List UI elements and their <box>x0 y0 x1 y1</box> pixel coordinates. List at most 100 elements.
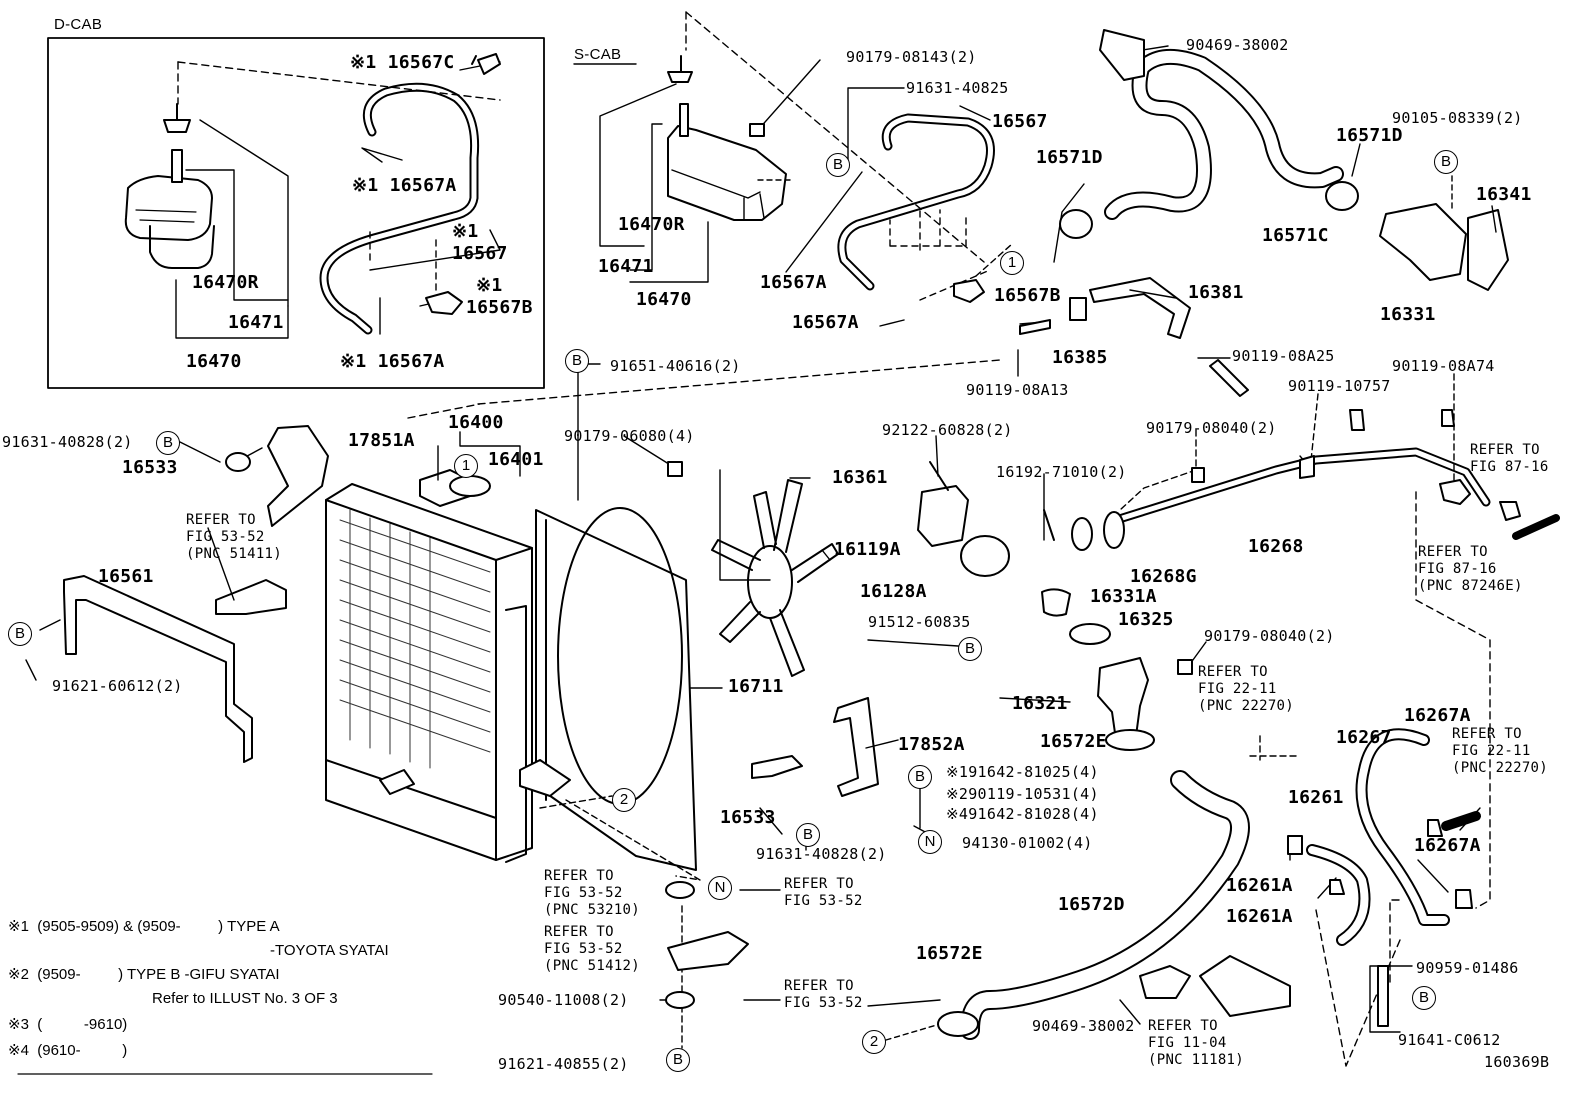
label-dcab-16470r: 16470R <box>192 272 259 293</box>
label-p-91621-40855: 91621-40855(2) <box>498 1055 629 1073</box>
label-p-16572e-2: 16572E <box>916 943 983 964</box>
label-dcab-16567c: ※1 16567C <box>350 52 455 73</box>
label-p-90119-08a74: 90119-08A74 <box>1392 357 1495 375</box>
label-p-16533-l: 16533 <box>122 457 178 478</box>
fan <box>711 479 839 677</box>
footnote-note-1: ※1 (9505-9509) & (9509- ) TYPE A <box>8 918 280 935</box>
callout-c-n-1: N <box>918 830 942 854</box>
label-p-16567: 16567 <box>992 111 1048 132</box>
label-p-90119-10531: ※290119-10531(4) <box>946 785 1099 803</box>
label-p-16267a-2: 16267A <box>1414 835 1481 856</box>
scab-clip-16567b <box>953 279 985 303</box>
label-p-91651-40616: 91651-40616(2) <box>610 357 741 375</box>
label-p-16261: 16261 <box>1288 787 1344 808</box>
refer-ref-22-11-b: REFER TO FIG 22-11 (PNC 22270) <box>1452 726 1549 776</box>
label-p-16261a-2: 16261A <box>1226 906 1293 927</box>
label-p-160369b: 160369B <box>1484 1053 1550 1071</box>
label-p-16325: 16325 <box>1118 609 1174 630</box>
radiator <box>325 469 533 863</box>
label-dcab-s1: ※1 <box>452 221 479 242</box>
scab-header: S-CAB <box>574 46 622 63</box>
label-p-16331: 16331 <box>1380 304 1436 325</box>
refer-ref-53-52-e: REFER TO FIG 53-52 <box>784 978 863 1011</box>
callout-c-b-8: B <box>908 765 932 789</box>
bracket-16381 <box>1089 277 1191 339</box>
label-p-90179-06080: 90179-06080(4) <box>564 427 695 445</box>
label-p-16571d-1: 16571D <box>1036 147 1103 168</box>
thermostat-group <box>917 461 1149 741</box>
label-p-16261a-1: 16261A <box>1226 875 1293 896</box>
dcab-reservoir-tank <box>124 103 215 269</box>
label-dcab-16470: 16470 <box>186 351 242 372</box>
label-dcab-s1b: ※1 <box>476 275 503 296</box>
label-p-90105-08339: 90105-08339(2) <box>1392 109 1523 127</box>
label-p-16572e-1: 16572E <box>1040 731 1107 752</box>
label-p-91512-60835: 91512-60835 <box>868 613 971 631</box>
label-p-16567a-s2: 16567A <box>792 312 859 333</box>
label-p-16361: 16361 <box>832 467 888 488</box>
label-p-90179-08040-1: 90179-08040(2) <box>1146 419 1277 437</box>
hose-16572d <box>960 770 1250 1040</box>
pipe-16268 <box>1071 447 1560 551</box>
refer-ref-87-16-a: REFER TO FIG 87-16 <box>1470 442 1549 475</box>
label-p-17851a: 17851A <box>348 430 415 451</box>
label-p-16385: 16385 <box>1052 347 1108 368</box>
label-p-90179-08143: 90179-08143(2) <box>846 48 977 66</box>
callout-c-b-3: B <box>565 349 589 373</box>
label-p-16533-c: 16533 <box>720 807 776 828</box>
label-p-92122-60828: 92122-60828(2) <box>882 421 1013 439</box>
water-inlet-16331 <box>1059 181 1509 291</box>
callout-c-n-2: N <box>708 876 732 900</box>
callout-c-b-10: B <box>666 1048 690 1072</box>
label-p-17852a: 17852A <box>898 734 965 755</box>
scab-hose <box>837 113 995 291</box>
refer-ref-53-52-a: REFER TO FIG 53-52 (PNC 51411) <box>186 512 283 562</box>
dcab-clip-16567b <box>425 291 463 315</box>
fan-shroud <box>535 507 697 871</box>
scab-clip-grommet <box>749 123 765 137</box>
refer-ref-53-52-c: REFER TO FIG 53-52 <box>784 876 863 909</box>
label-p-16331a: 16331A <box>1090 586 1157 607</box>
label-p-91631-40825: 91631-40825 <box>906 79 1009 97</box>
refer-ref-22-11-a: REFER TO FIG 22-11 (PNC 22270) <box>1198 664 1295 714</box>
label-p-16267a-1: 16267A <box>1404 705 1471 726</box>
label-p-16268g: 16268G <box>1130 566 1197 587</box>
label-p-91631-40828-c: 91631-40828(2) <box>756 845 887 863</box>
callout-c-b-5: B <box>8 622 32 646</box>
label-p-91621-60612: 91621-60612(2) <box>52 677 183 695</box>
callout-c-b-2: B <box>1434 150 1458 174</box>
refer-ref-11-04: REFER TO FIG 11-04 (PNC 11181) <box>1148 1018 1245 1068</box>
callout-c-b-1: B <box>826 153 850 177</box>
label-dcab-16567a-2: ※1 16567A <box>340 351 445 372</box>
cushion-16385 <box>1069 297 1087 321</box>
label-p-16470: 16470 <box>636 289 692 310</box>
refer-ref-53-52-d: REFER TO FIG 53-52 (PNC 51412) <box>544 924 641 974</box>
label-p-90959-01486: 90959-01486 <box>1416 959 1519 977</box>
footnote-note-2b: Refer to ILLUST No. 3 OF 3 <box>152 990 338 1007</box>
label-p-90119-08a25: 90119-08A25 <box>1232 347 1335 365</box>
dcab-header: D-CAB <box>54 16 103 33</box>
label-p-16567b: 16567B <box>994 285 1061 306</box>
label-p-16321: 16321 <box>1012 693 1068 714</box>
label-p-91642-81028: ※491642-81028(4) <box>946 805 1099 823</box>
bracket-17851a <box>267 425 329 527</box>
label-p-90540-11008: 90540-11008(2) <box>498 991 629 1009</box>
footnote-note-3: ※3 ( -9610) <box>8 1016 128 1033</box>
scab-leaders <box>599 11 991 327</box>
label-p-16561: 16561 <box>98 566 154 587</box>
label-p-16471: 16471 <box>598 256 654 277</box>
label-dcab-16567b: 16567B <box>466 297 533 318</box>
dcab-frame <box>47 37 545 389</box>
label-p-16711: 16711 <box>728 676 784 697</box>
footnote-note-4: ※4 (9610- ) <box>8 1042 128 1059</box>
dcab-hose <box>319 82 480 335</box>
refer-ref-87-16-b: REFER TO FIG 87-16 (PNC 87246E) <box>1418 544 1523 594</box>
callout-c-b-4: B <box>156 431 180 455</box>
footnote-note-2: ※2 (9509- ) TYPE B -GIFU SYATAI <box>8 966 280 983</box>
stay-16561 <box>63 575 253 763</box>
label-p-94130-01002: 94130-01002(4) <box>962 834 1093 852</box>
label-p-91631-40828-l: 91631-40828(2) <box>2 433 133 451</box>
label-p-16119a: 16119A <box>834 539 901 560</box>
label-p-16381: 16381 <box>1188 282 1244 303</box>
